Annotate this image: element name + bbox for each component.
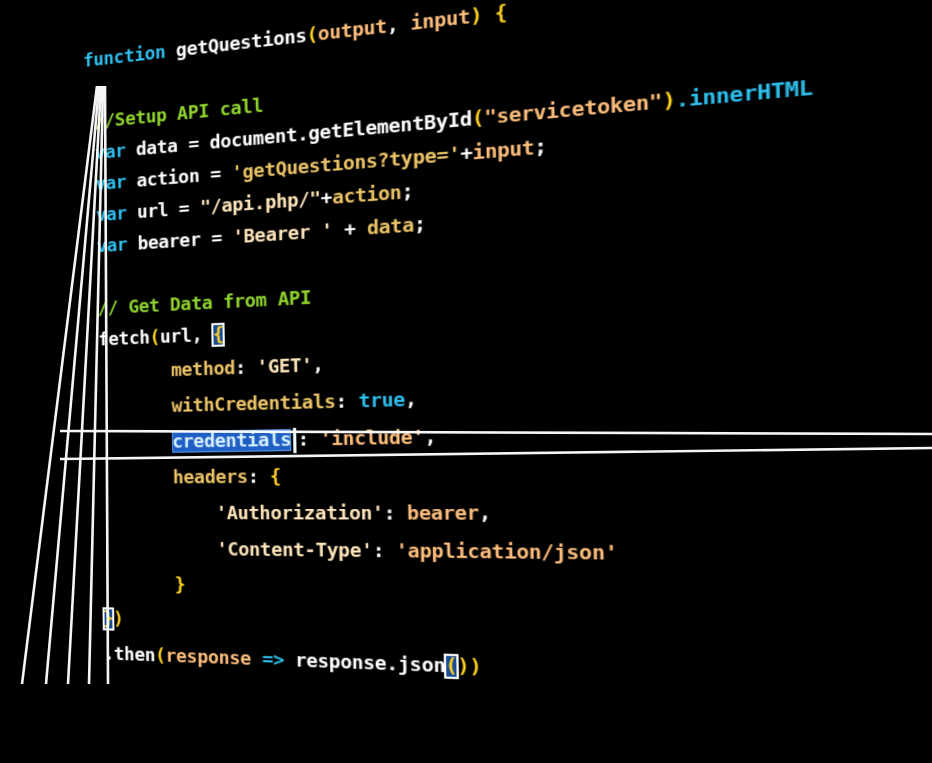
code-token: bearer: [406, 502, 480, 526]
code-token: [85, 174, 95, 196]
code-token: +: [320, 186, 333, 211]
code-token: .then: [103, 643, 156, 667]
matching-brace-highlight: {: [211, 322, 225, 347]
matching-brace-highlight: (: [443, 653, 459, 680]
code-token: 'Authorization': [215, 502, 384, 525]
code-token: output: [317, 15, 388, 46]
code-token: withCredentials: [171, 390, 336, 418]
code-token: [88, 330, 98, 351]
code-token: 'GET': [256, 354, 313, 379]
code-token: action =: [126, 162, 232, 193]
code-token: [85, 143, 95, 165]
selected-word: credentials: [172, 428, 292, 453]
code-token: ,: [478, 502, 492, 526]
code-token: ): [469, 655, 482, 680]
code-token: data: [366, 214, 415, 240]
code-token: var: [95, 171, 127, 196]
code-token: true: [358, 388, 406, 413]
code-token: [86, 236, 96, 258]
code-token: +: [460, 141, 473, 166]
code-token: [90, 431, 173, 454]
code-token: [92, 538, 217, 561]
code-token: +: [332, 217, 368, 243]
code-token: [284, 649, 296, 671]
code-token: ,: [312, 354, 324, 377]
code-token: (: [149, 326, 161, 349]
code-token: input: [472, 136, 535, 165]
code-token: [93, 643, 103, 664]
code-token: response.json: [294, 649, 446, 678]
code-token: =>: [261, 648, 285, 672]
code-token: ,: [386, 12, 411, 39]
code-token: [91, 503, 216, 525]
code-token: ,: [404, 388, 418, 412]
code-token: :: [383, 502, 408, 525]
code-token: ) {: [469, 1, 508, 29]
code-token: :: [297, 428, 321, 451]
code-token: (: [306, 23, 319, 48]
code-token: (: [154, 645, 166, 667]
code-token: url =: [126, 197, 201, 225]
code-token: // Get Data from API: [97, 286, 312, 320]
code-token: function: [83, 40, 177, 73]
code-token: [92, 573, 175, 596]
code-token: :: [247, 466, 270, 489]
code-token: method: [170, 357, 236, 382]
code-token: [89, 360, 172, 384]
code-token: }: [174, 574, 186, 596]
code-token: :: [372, 539, 397, 563]
code-token: [86, 205, 96, 227]
code-token: ): [457, 655, 470, 679]
code-token: 'Bearer ': [232, 219, 333, 249]
code-token: "/api.php/": [199, 187, 321, 219]
code-token: ): [662, 88, 676, 115]
code-token: [84, 112, 94, 134]
code-token: ,: [424, 426, 437, 450]
code-token: .innerHTML: [675, 75, 814, 113]
code-token: ;: [533, 135, 547, 160]
code-token: var: [94, 140, 126, 165]
code-token: fetch: [98, 327, 150, 351]
code-token: var: [95, 202, 127, 227]
code-token: 'application/json': [395, 540, 618, 566]
code-token: [89, 396, 172, 419]
code-token: headers: [172, 466, 249, 489]
code-token: url: [159, 325, 192, 349]
code-lines: function getQuestions(output, input) { /…: [83, 0, 932, 763]
code-token: {: [269, 465, 282, 488]
code-token: 'Content-Type': [216, 538, 373, 563]
code-token: [87, 298, 97, 320]
code-token: input: [410, 5, 471, 36]
code-token: ;: [401, 180, 414, 205]
code-token: ;: [413, 213, 426, 237]
code-token: :: [234, 356, 258, 380]
code-token: 'include': [319, 426, 425, 451]
matching-brace-highlight: }: [102, 607, 115, 631]
code-token: :: [335, 390, 359, 414]
code-token: ,: [191, 324, 214, 347]
code-token: [251, 648, 262, 670]
code-token: (: [471, 106, 485, 131]
code-token: var: [96, 234, 128, 258]
code-token: response: [165, 645, 252, 671]
code-token: action: [331, 181, 402, 210]
text-cursor: [293, 427, 297, 454]
code-editor[interactable]: function getQuestions(output, input) { /…: [82, 0, 932, 763]
code-token: [90, 467, 173, 489]
code-token: bearer =: [127, 226, 233, 256]
code-token: ): [113, 608, 124, 630]
code-token: [93, 608, 103, 629]
